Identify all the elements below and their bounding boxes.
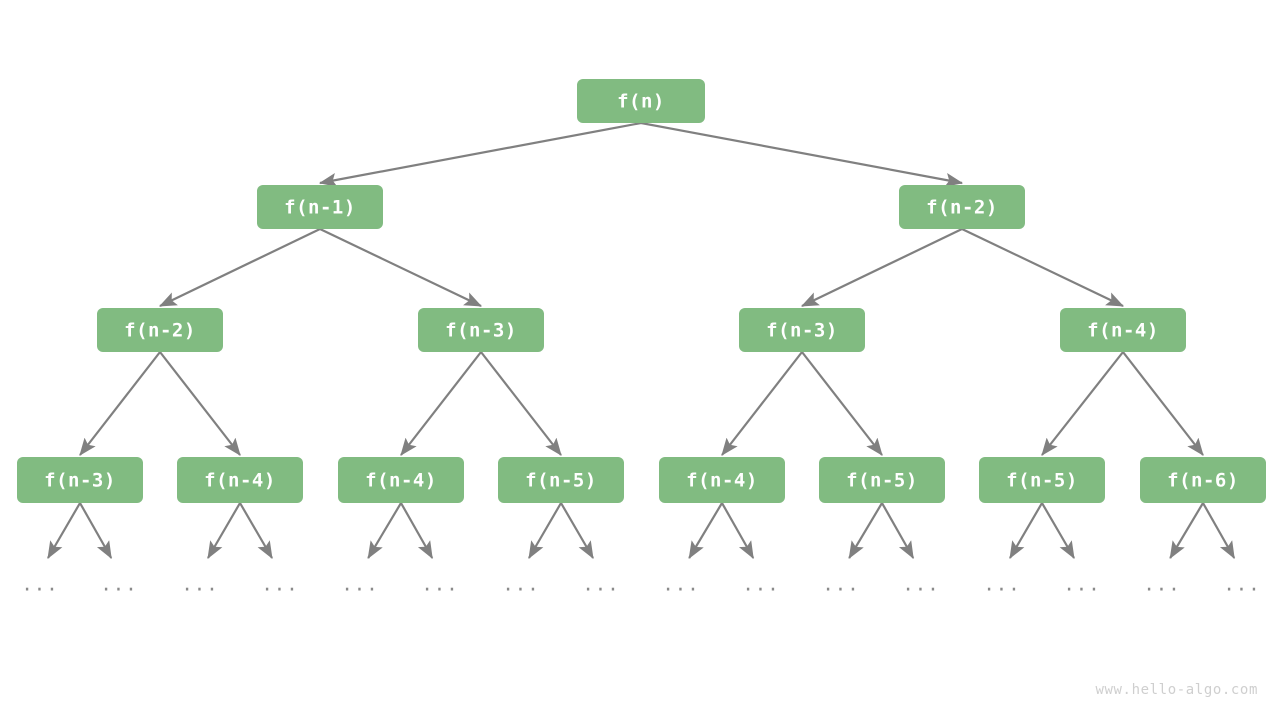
node-label: f(n-4) [204, 470, 276, 492]
node-box [819, 457, 945, 503]
ellipsis-leaf: ... [983, 574, 1020, 596]
node-box [979, 457, 1105, 503]
tree-edge [961, 228, 1124, 307]
edges-layer [79, 121, 1204, 456]
tree-edge [79, 351, 161, 456]
ellipsis-leaf: ... [1063, 574, 1100, 596]
leaf-edge [848, 502, 883, 559]
ellipsis-leaf: ... [1143, 574, 1180, 596]
ellipsis-leaf: ... [902, 574, 939, 596]
leaf-edge [1169, 502, 1204, 559]
node-box [1140, 457, 1266, 503]
node-box [739, 308, 865, 352]
ellipsis-leaf: ... [742, 574, 779, 596]
tree-edge [318, 121, 642, 187]
leaf-edge [528, 502, 562, 559]
leaf-edge [560, 502, 594, 559]
ellipsis-leaf: ... [181, 574, 218, 596]
node-label: f(n-3) [445, 320, 517, 342]
node-label: f(n-2) [926, 197, 998, 219]
node-label: f(n-6) [1167, 470, 1239, 492]
leaf-edge [239, 502, 273, 559]
tree-node[interactable]: f(n-4) [1060, 308, 1186, 352]
leaf-edge [79, 502, 113, 559]
tree-node[interactable]: f(n) [577, 79, 705, 123]
node-label: f(n) [617, 91, 665, 113]
node-box [17, 457, 143, 503]
node-label: f(n-2) [124, 320, 196, 342]
ellipsis-leaf: ... [21, 574, 58, 596]
tree-edge [801, 228, 963, 307]
tree-edge [1041, 351, 1124, 456]
tree-node[interactable]: f(n-2) [899, 185, 1025, 229]
tree-edge [721, 351, 803, 456]
node-box [418, 308, 544, 352]
ellipsis-leaf: ... [1223, 574, 1260, 596]
watermark: www.hello-algo.com [1095, 682, 1258, 698]
tree-edge [801, 351, 883, 456]
node-label: f(n-5) [1006, 470, 1078, 492]
node-label: f(n-3) [44, 470, 116, 492]
node-label: f(n-1) [284, 197, 356, 219]
tree-edge [159, 228, 321, 307]
tree-edge [319, 228, 482, 307]
node-box [899, 185, 1025, 229]
leaf-edge [367, 502, 402, 559]
tree-node[interactable]: f(n-2) [97, 308, 223, 352]
node-box [97, 308, 223, 352]
node-box [257, 185, 383, 229]
node-box [498, 457, 624, 503]
leaf-ellipses-layer: ........................................… [21, 574, 1260, 596]
tree-edge [159, 351, 241, 456]
node-label: f(n-3) [766, 320, 838, 342]
ellipsis-leaf: ... [341, 574, 378, 596]
tree-node[interactable]: f(n-1) [257, 185, 383, 229]
node-box [659, 457, 785, 503]
nodes-layer: f(n) f(n-1) f(n-2) f(n-2) f(n-3) f(n-3) f(n-4)… [17, 79, 1266, 503]
node-label: f(n-4) [365, 470, 437, 492]
tree-node[interactable]: f(n-4) [177, 457, 303, 503]
tree-edge [1122, 351, 1204, 456]
tree-node[interactable]: f(n-5) [498, 457, 624, 503]
ellipsis-leaf: ... [502, 574, 539, 596]
leaf-edge [400, 502, 434, 559]
node-box [177, 457, 303, 503]
ellipsis-leaf: ... [421, 574, 458, 596]
tree-edge [400, 351, 482, 456]
leaf-edge [1202, 502, 1236, 559]
tree-node[interactable]: f(n-3) [17, 457, 143, 503]
ellipsis-leaf: ... [261, 574, 298, 596]
leaf-edge [207, 502, 241, 559]
tree-node[interactable]: f(n-4) [659, 457, 785, 503]
tree-node[interactable]: f(n-3) [739, 308, 865, 352]
node-label: f(n-4) [1087, 320, 1159, 342]
ellipsis-leaf: ... [582, 574, 619, 596]
node-label: f(n-4) [686, 470, 758, 492]
node-label: f(n-5) [846, 470, 918, 492]
tree-node[interactable]: f(n-3) [418, 308, 544, 352]
tree-node[interactable]: f(n-6) [1140, 457, 1266, 503]
tree-edge [640, 121, 964, 187]
leaf-edge [688, 502, 723, 559]
node-box [338, 457, 464, 503]
leaf-edge [721, 502, 755, 559]
tree-node[interactable]: f(n-4) [338, 457, 464, 503]
tree-node[interactable]: f(n-5) [819, 457, 945, 503]
node-box [1060, 308, 1186, 352]
node-label: f(n-5) [525, 470, 597, 492]
node-box [577, 79, 705, 123]
leaf-edge [1041, 502, 1075, 559]
leaf-edges-layer [47, 502, 1236, 559]
tree-node[interactable]: f(n-5) [979, 457, 1105, 503]
leaf-edge [881, 502, 915, 559]
ellipsis-leaf: ... [822, 574, 859, 596]
tree-edge [480, 351, 562, 456]
leaf-edge [1009, 502, 1043, 559]
leaf-edge [47, 502, 81, 559]
ellipsis-leaf: ... [100, 574, 137, 596]
ellipsis-leaf: ... [662, 574, 699, 596]
